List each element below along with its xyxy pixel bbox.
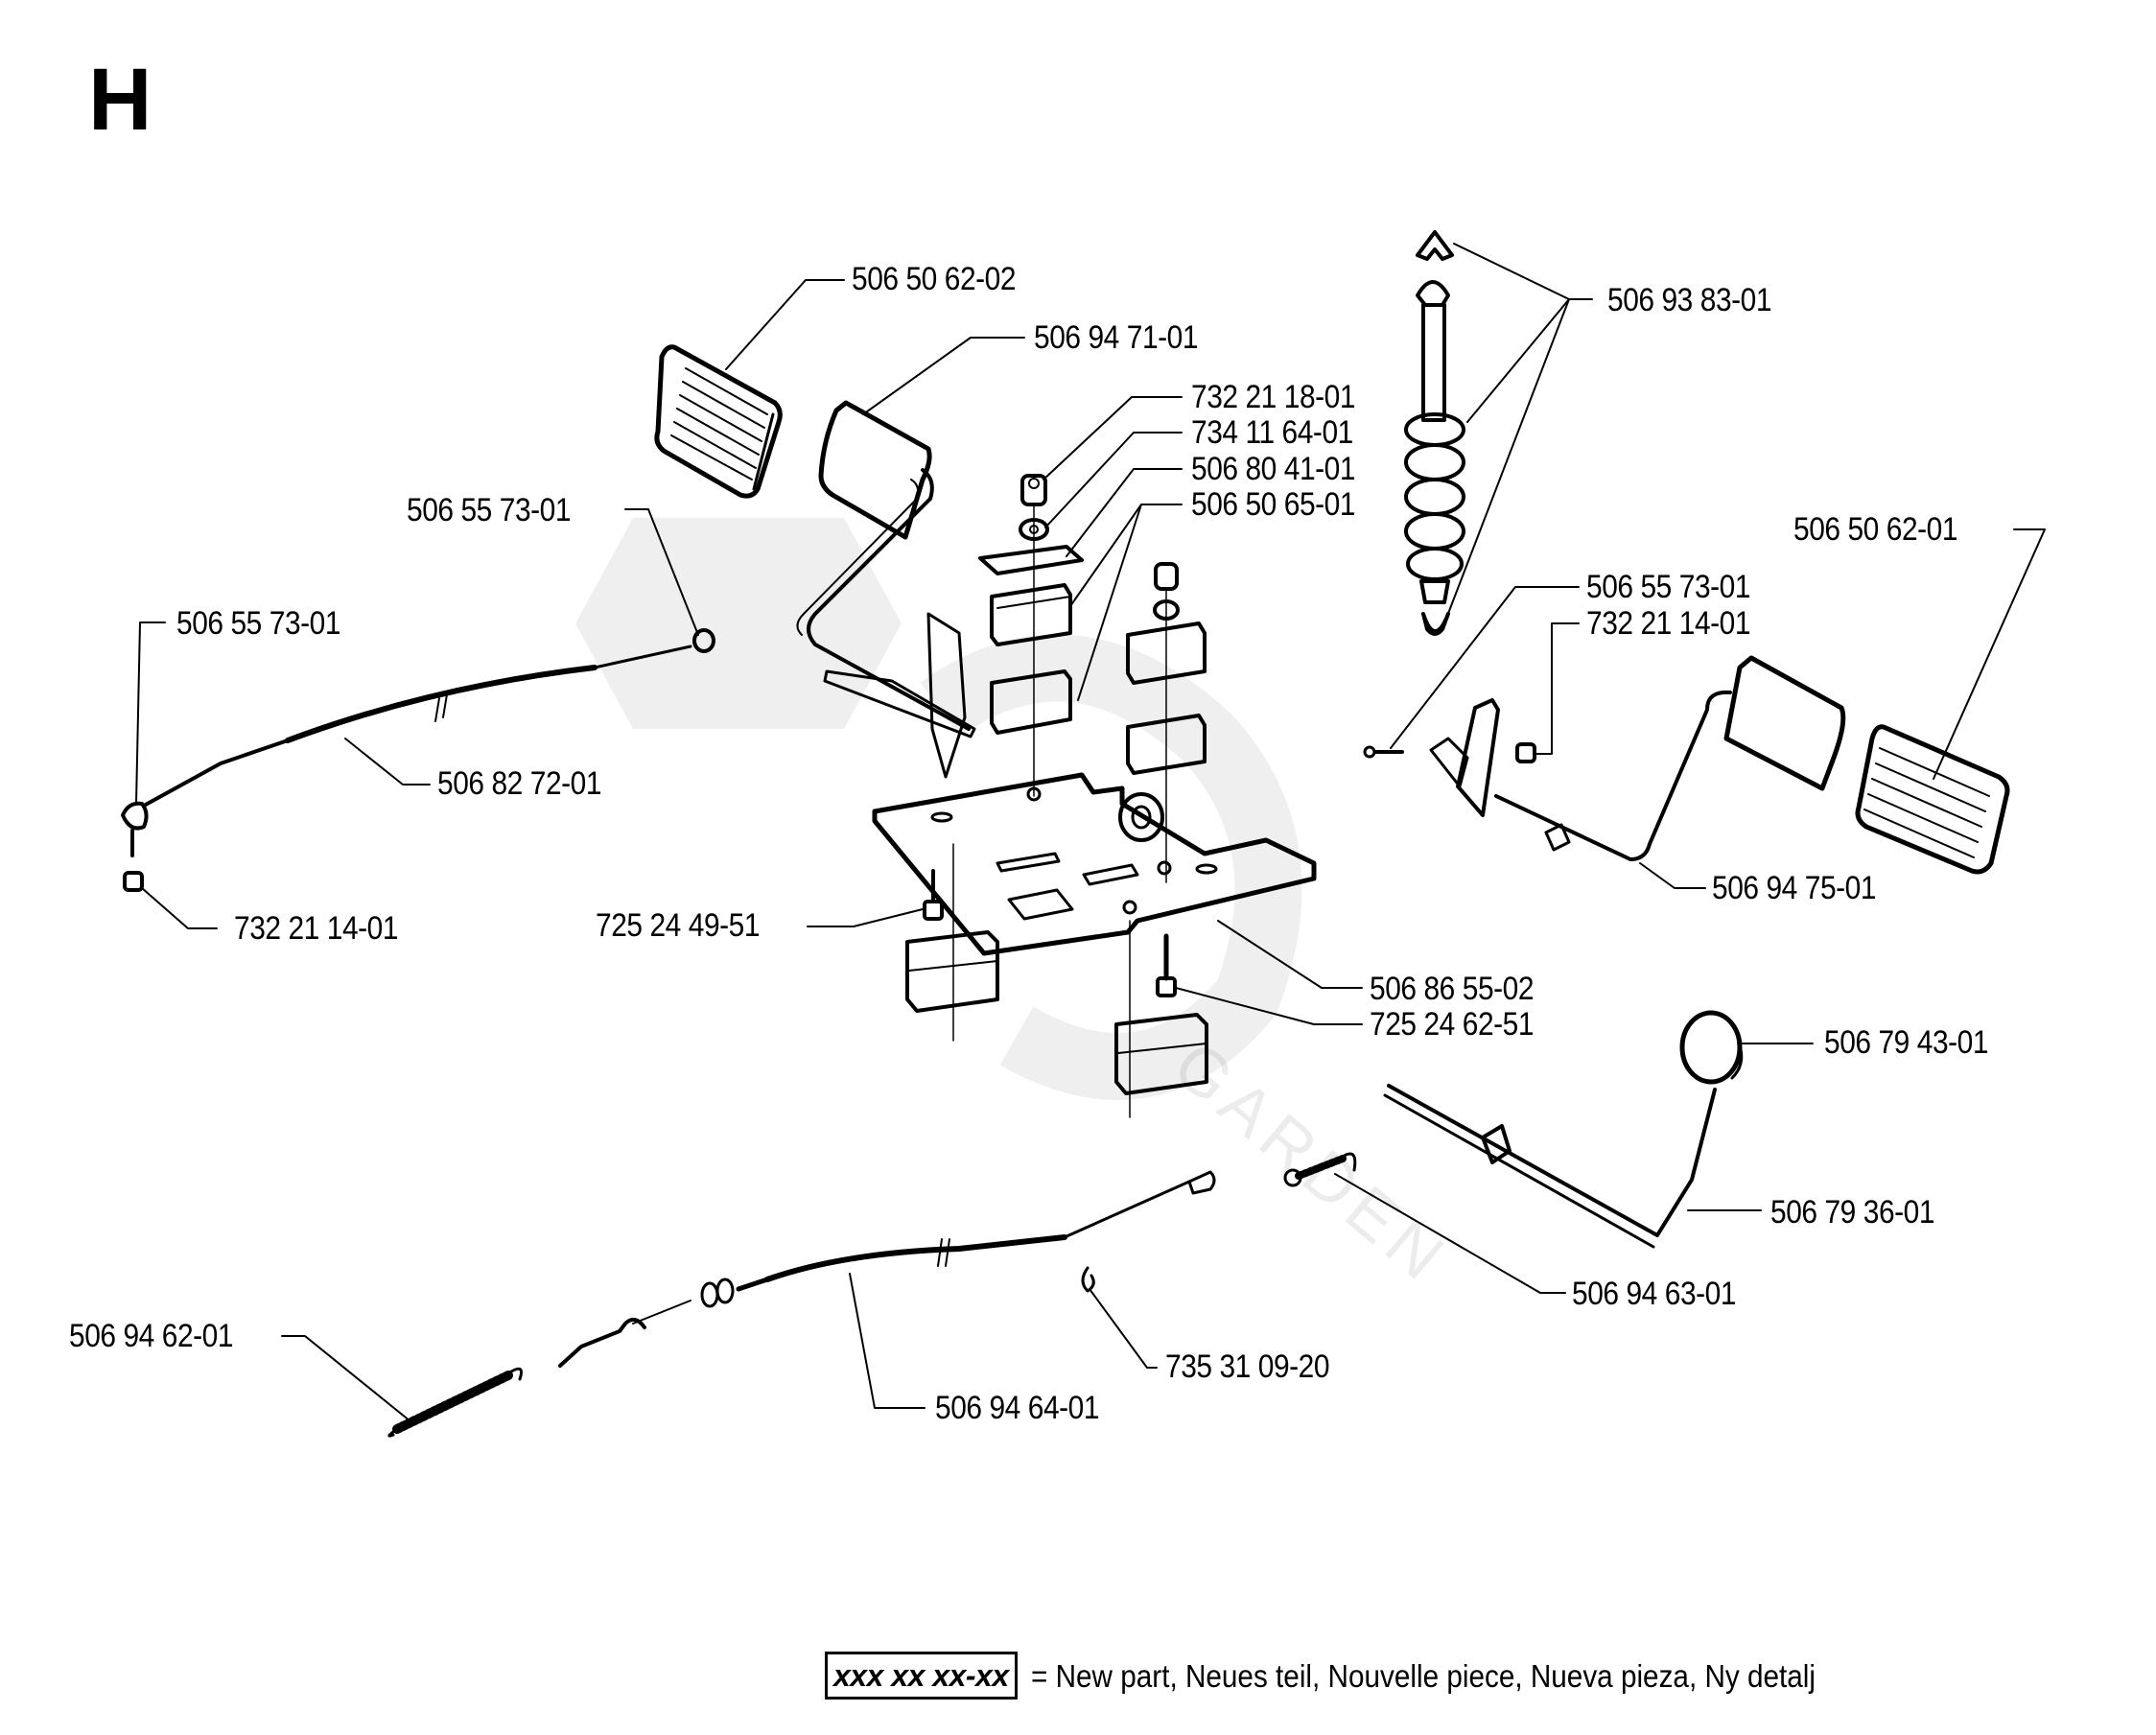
label-plate-small: 506 80 41-01 [1191,451,1356,487]
spring-long [387,1367,523,1438]
pedal-pad-left [654,344,783,499]
rubber-block-lower-right [1114,920,1208,1118]
label-ball-joint-left: 506 55 73-01 [176,605,341,642]
leader-nut-right [1534,622,1580,755]
screw-right [1363,745,1404,759]
label-cable-upper: 506 82 72-01 [437,765,602,802]
leader-pedal-pad-right [1933,528,2046,780]
knob [1679,1010,1744,1085]
lever-rod [1383,1084,1717,1249]
label-spring-short: 506 94 63-01 [1572,1276,1737,1312]
leader-nut-top [1043,396,1183,481]
nut-top [1020,474,1047,506]
label-nut-right: 732 21 14-01 [1586,605,1751,642]
bolt-left [923,869,944,921]
leader-spring-long [281,1335,411,1422]
leader-ball-joint-left [135,621,166,805]
label-rubber-block: 506 50 65-01 [1191,486,1356,523]
leader-nut-left [141,887,218,929]
label-washer-top: 734 11 64-01 [1191,414,1353,451]
leader-rubber-block [1069,504,1183,701]
rubber-block-upper-2 [990,669,1072,735]
bolt-long [1156,933,1177,997]
new-part-legend: xxx xx xx-xx = New part, Neues teil, Nou… [825,1652,1903,1700]
rubber-block-lower-left [905,843,999,1042]
leader-ball-joint-top [624,508,699,636]
leader-cable-lower [849,1273,926,1409]
nut-right [1515,742,1536,763]
rubber-block-upper-1 [990,583,1072,646]
label-base-plate: 506 86 55-02 [1370,971,1535,1007]
spring-short [1283,1152,1357,1187]
leader-pedal-right [1639,862,1706,889]
pedal-right [1429,655,1846,861]
leader-bolt-long [1175,987,1363,1025]
leader-pedal-pad-left [725,279,845,370]
leader-spring-short [1334,1173,1566,1294]
cable-upper [121,628,715,892]
label-pedal-pad-left: 506 50 62-02 [852,261,1017,297]
label-knob: 506 79 43-01 [1824,1024,1989,1061]
label-screw-right: 506 55 73-01 [1586,569,1751,605]
pedal-pad-right [1855,724,2010,875]
label-bolt-long: 725 24 62-51 [1370,1006,1535,1043]
leader-clip [1089,1288,1158,1369]
leader-washer-top [1044,432,1183,528]
base-plate [872,772,1317,956]
leader-base-plate [1217,920,1363,989]
leader-cable-upper [344,738,431,785]
leader-screw-right [1390,586,1580,749]
legend-text: = New part, Neues teil, Nouvelle piece, … [1030,1657,1816,1694]
rubber-block-right-1 [1126,621,1207,685]
label-bolt-left: 725 24 49-51 [596,907,761,944]
label-cable-lower: 506 94 64-01 [935,1390,1100,1426]
label-nut-top: 732 21 18-01 [1191,379,1356,415]
leader-shock-absorber [1443,243,1593,624]
label-pedal-right: 506 94 75-01 [1712,870,1877,906]
label-shock-absorber: 506 93 83-01 [1607,282,1772,318]
shock-absorber [1404,230,1465,636]
legend-sample-number: xxx xx xx-xx [825,1652,1018,1700]
plate-small [978,545,1084,575]
rubber-block-right-2 [1126,714,1207,775]
label-ball-joint-top: 506 55 73-01 [407,492,572,528]
cable-lower [558,1170,1216,1368]
leader-bolt-left [807,908,924,927]
leader-pedal-left [862,337,1025,415]
pedal-left [796,400,976,779]
clip [1081,1266,1095,1293]
section-letter: H [88,51,152,149]
label-nut-left: 732 21 14-01 [234,910,399,947]
label-pedal-left: 506 94 71-01 [1034,319,1199,356]
label-lever-rod: 506 79 36-01 [1770,1194,1935,1231]
leader-plate-small [1066,468,1183,557]
label-spring-long: 506 94 62-01 [69,1318,234,1354]
label-pedal-pad-right: 506 50 62-01 [1793,511,1958,548]
label-clip: 735 31 09-20 [1165,1348,1330,1385]
